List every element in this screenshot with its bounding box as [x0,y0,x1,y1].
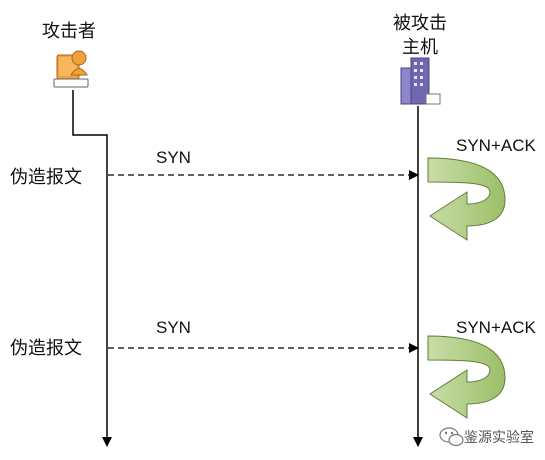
syn-ack-label-1: SYN+ACK [456,136,536,155]
syn-ack-return-arrow-1 [427,157,506,241]
victim-label-line2: 主机 [402,37,438,58]
syn-label-1: SYN [156,148,191,167]
syn-ack-label-2: SYN+ACK [456,318,536,337]
server-building-icon [400,57,441,105]
victim-label-line1: 被攻击 [393,13,447,34]
forged-packet-label-1: 伪造报文 [10,167,82,188]
syn-label-2: SYN [156,318,191,337]
attacker-label: 攻击者 [42,21,96,42]
watermark-text: 鉴源实验室 [464,430,534,446]
forged-packet-label-2: 伪造报文 [10,338,82,359]
wechat-icon [439,427,464,447]
syn-ack-return-arrow-2 [427,335,506,419]
attacker-lifeline [72,90,112,447]
laptop-user-icon [53,50,89,88]
